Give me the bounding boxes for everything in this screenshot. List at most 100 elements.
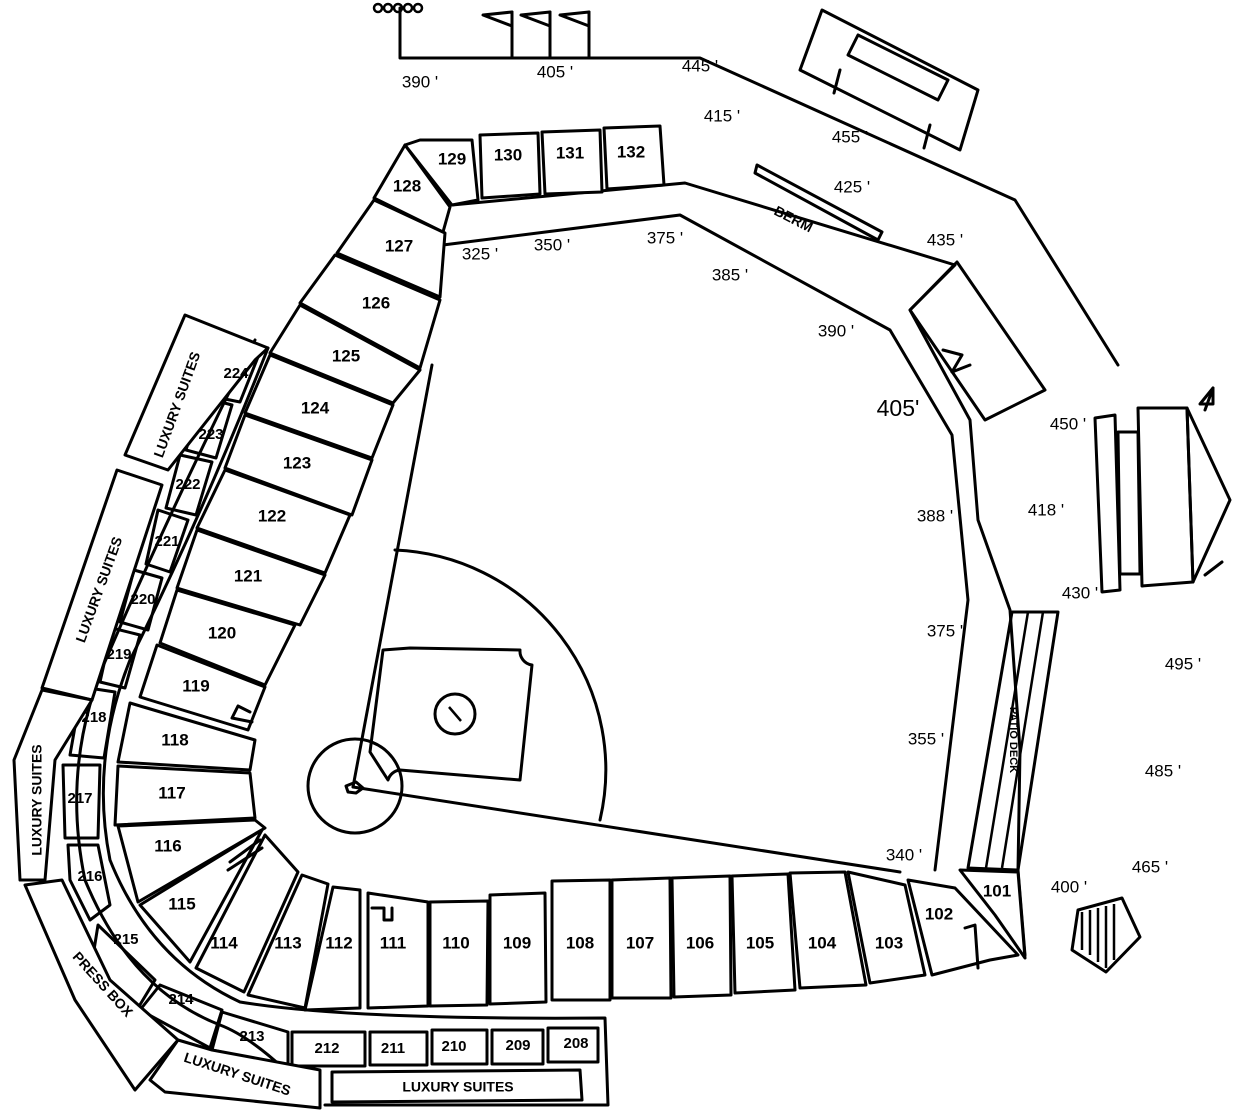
section-128[interactable] [372, 143, 452, 234]
luxury-suites-left[interactable] [12, 688, 94, 882]
berm-label: BERM [772, 202, 816, 235]
distance-marker: 418 ' [1028, 500, 1064, 519]
patio-deck-label: PATIO DECK [1007, 707, 1019, 773]
section-221[interactable] [144, 508, 190, 574]
section-105[interactable] [730, 872, 797, 995]
distance-marker: 445 ' [682, 56, 718, 75]
distance-marker: 390 ' [818, 321, 854, 340]
section-103[interactable] [846, 870, 927, 985]
section-number-119: 119 [182, 676, 209, 695]
section-107[interactable] [610, 876, 673, 1000]
luxury-suites-label: LUXURY SUITES [402, 1079, 513, 1095]
distance-marker: 325 ' [462, 244, 498, 263]
section-number-112: 112 [325, 933, 352, 952]
section-number-104: 104 [808, 933, 837, 952]
home-plate-circle [306, 737, 404, 835]
section-number-125: 125 [332, 346, 360, 365]
section-109[interactable] [488, 891, 548, 1006]
section-number-222: 222 [175, 476, 200, 493]
section-121[interactable] [175, 528, 327, 627]
section-number-132: 132 [617, 142, 645, 161]
section-number-122: 122 [258, 506, 286, 525]
home-plate-icon [344, 780, 365, 795]
luxury-suites-upper[interactable] [123, 313, 270, 472]
section-number-215: 215 [113, 931, 138, 948]
section-123[interactable] [223, 413, 374, 517]
section-131[interactable] [540, 128, 604, 196]
section-110[interactable] [428, 899, 490, 1008]
section-104[interactable] [788, 870, 868, 990]
upper-sections [12, 313, 610, 1110]
pitchers-mound [433, 692, 477, 736]
section-208[interactable] [546, 1026, 600, 1064]
section-120[interactable] [158, 588, 297, 687]
section-119[interactable] [138, 643, 267, 732]
section-number-212: 212 [314, 1040, 339, 1057]
section-number-130: 130 [494, 145, 522, 164]
section-132[interactable] [602, 124, 666, 191]
section-115[interactable] [138, 828, 264, 964]
section-124[interactable] [243, 353, 395, 460]
flag-icon [558, 10, 591, 28]
section-129[interactable] [403, 138, 480, 207]
section-125[interactable] [268, 303, 422, 405]
distance-markers: 390 ' 405 ' 445 ' 415 ' 455 ' 425 ' 435 … [402, 56, 1201, 896]
section-number-109: 109 [503, 933, 531, 952]
distance-marker: 375 ' [927, 621, 963, 640]
section-117[interactable] [113, 764, 257, 827]
luxury-suites-bottom[interactable] [330, 1068, 584, 1104]
section-114[interactable] [194, 833, 300, 994]
section-211[interactable] [368, 1030, 429, 1067]
flag-rings-icon [372, 2, 384, 14]
infield-arc [393, 548, 608, 822]
section-number-127: 127 [385, 236, 413, 255]
distance-marker: 495 ' [1165, 654, 1201, 673]
shed-icon [1070, 896, 1142, 974]
section-number-124: 124 [301, 398, 330, 417]
section-212[interactable] [290, 1030, 367, 1068]
section-118[interactable] [116, 701, 257, 772]
section-112[interactable] [303, 885, 362, 1012]
section-126[interactable] [298, 253, 442, 370]
field-lines [306, 2, 1232, 974]
section-number-213: 213 [239, 1028, 264, 1045]
section-number-118: 118 [161, 730, 188, 749]
flag-icon [481, 10, 514, 28]
distance-marker-center: 405' [877, 395, 920, 421]
section-number-210: 210 [441, 1038, 466, 1055]
section-102[interactable] [906, 878, 1020, 977]
section-209[interactable] [490, 1028, 545, 1066]
section-113[interactable] [246, 873, 330, 1010]
section-217[interactable] [61, 763, 102, 840]
infield-diamond [368, 646, 534, 782]
section-number-129: 129 [438, 149, 466, 168]
section-111[interactable] [366, 891, 430, 1010]
outfield-wall [450, 181, 1027, 957]
section-number-103: 103 [875, 933, 903, 952]
lower-sections [113, 124, 1027, 1012]
section-number-106: 106 [686, 933, 714, 952]
luxury-suites-bottom-left[interactable] [148, 1038, 322, 1110]
section-number-126: 126 [362, 293, 390, 312]
distance-marker: 455 ' [832, 127, 868, 146]
foul-line-left [351, 363, 434, 789]
scoreboard-building [798, 8, 980, 152]
distance-marker: 400 ' [1051, 877, 1087, 896]
section-number-128: 128 [393, 176, 421, 195]
section-106[interactable] [670, 874, 733, 999]
section-116[interactable] [116, 818, 267, 904]
section-number-114: 114 [210, 933, 238, 952]
bullpen [908, 260, 1047, 422]
section-108[interactable] [550, 878, 612, 1002]
distance-marker: 405 ' [537, 62, 573, 81]
flag-icon [519, 10, 552, 28]
distance-marker: 375 ' [647, 228, 683, 247]
section-130[interactable] [478, 131, 542, 200]
section-101[interactable] [958, 868, 1027, 960]
distance-marker: 340 ' [886, 845, 922, 864]
section-number-208: 208 [563, 1035, 588, 1052]
section-210[interactable] [430, 1028, 489, 1066]
section-number-220: 220 [130, 591, 155, 608]
distance-marker: 388 ' [917, 506, 953, 525]
